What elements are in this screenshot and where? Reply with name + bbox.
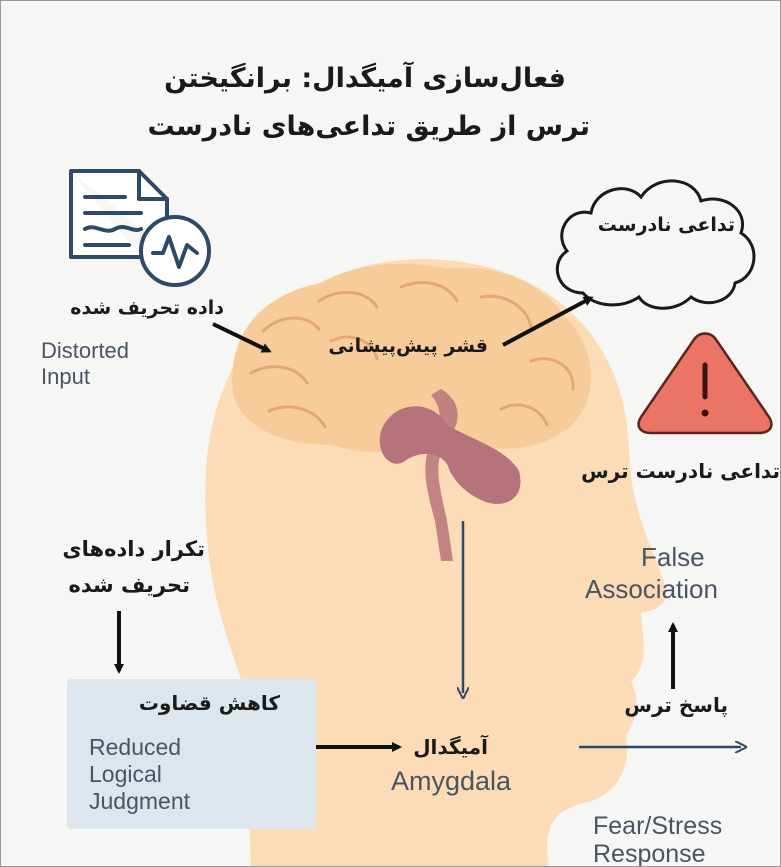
- reduced-judgment-label-en-3: Judgment: [89, 789, 190, 814]
- reduced-judgment-label-en-1: Reduced: [89, 735, 181, 760]
- fear-response-label-en-1: Fear/Stress: [593, 813, 722, 840]
- reduced-judgment-label-en-2: Logical: [89, 762, 162, 787]
- cloud-label: تداعی نادرست: [598, 214, 735, 236]
- false-association-label-1: False: [641, 543, 705, 571]
- distorted-input-label-en-2: Input: [41, 365, 90, 389]
- document-waveform-icon: [71, 171, 209, 285]
- cloud-icon: [557, 181, 754, 308]
- prefrontal-label: قشر پیش‌پیشانی: [328, 335, 488, 357]
- repetition-label-1: تکرار داده‌های: [62, 537, 205, 561]
- fear-response-label-fa: پاسخ ترس: [624, 693, 728, 717]
- title-line-2: ترس از طریق تداعی‌های نادرست: [148, 111, 590, 142]
- reduced-judgment-label-fa: کاهش قضاوت: [139, 691, 280, 715]
- distorted-input-label-en-1: Distorted: [41, 339, 129, 363]
- fear-response-label-en-2: Response: [593, 841, 706, 867]
- amygdala-label-fa: آمیگدال: [413, 735, 488, 759]
- false-fear-association-label: تداعی نادرست ترس: [581, 459, 780, 483]
- title-line-1: فعال‌سازی آمیگدال: برانگیختن: [164, 63, 566, 94]
- false-association-label-2: Association: [585, 575, 718, 603]
- warning-triangle-icon: [639, 334, 772, 434]
- repetition-label-2: تحریف شده: [69, 573, 190, 597]
- distorted-input-label-fa: داده تحریف شده: [70, 297, 224, 319]
- amygdala-label-en: Amygdala: [391, 767, 511, 796]
